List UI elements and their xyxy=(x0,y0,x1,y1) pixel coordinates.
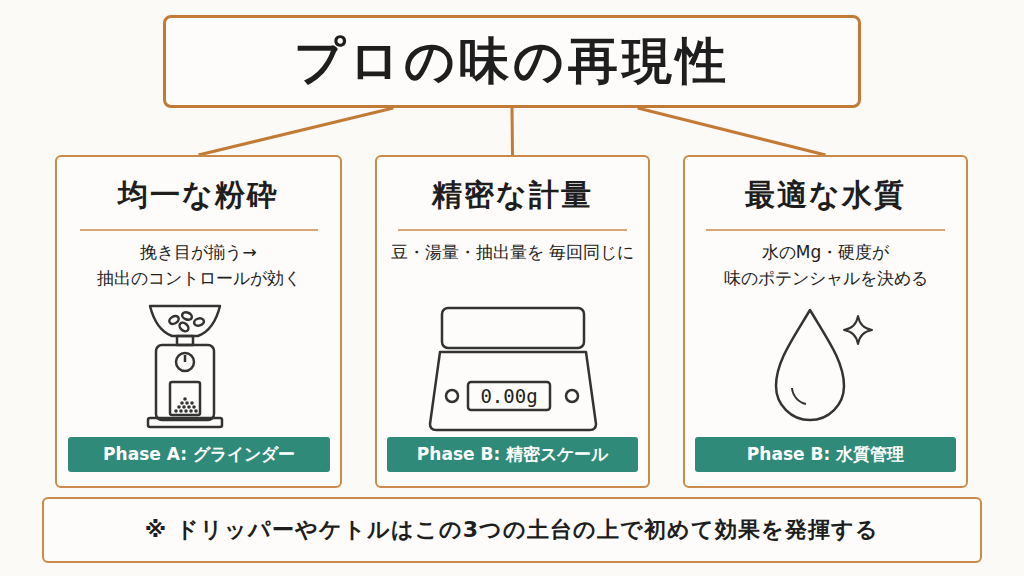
band-text: Phase A: グラインダー xyxy=(103,443,295,466)
heading-dividers xyxy=(80,229,945,231)
category-card: 均一な粉砕挽き目が揃う→ 抽出のコントロールが効く Phase A: グラインダー xyxy=(55,155,342,488)
band-text: Phase B: 水質管理 xyxy=(747,443,904,466)
title-box: プロの味の再現性 xyxy=(163,15,861,108)
card-heading: 最適な水質 xyxy=(685,175,966,216)
divider xyxy=(80,229,318,231)
category-card: 最適な水質水のMg・硬度が 味のポテンシャルを決める Phase B: 水質管理 xyxy=(683,155,968,488)
base xyxy=(148,418,222,427)
band-text: Phase B: 精密スケール xyxy=(417,443,608,466)
outlet xyxy=(170,382,200,415)
display xyxy=(468,382,550,410)
scale-body xyxy=(430,352,596,430)
grinder-icon xyxy=(148,306,222,427)
bean xyxy=(168,314,180,325)
bean xyxy=(178,321,190,333)
category-card: 精密な計量豆・湯量・抽出量を 毎回同じに Phase B: 精密スケール xyxy=(375,155,650,488)
bean xyxy=(193,317,204,326)
card-heading: 精密な計量 xyxy=(377,175,648,216)
dial-needle xyxy=(184,355,187,362)
sparkle xyxy=(844,316,872,344)
droplet-shine xyxy=(792,388,806,404)
connector-line xyxy=(511,108,515,155)
phase-band: Phase B: 水質管理 xyxy=(695,437,956,472)
connector-line xyxy=(199,108,394,155)
connector-line xyxy=(638,108,826,155)
platform xyxy=(442,308,584,348)
divider xyxy=(398,229,627,231)
neck xyxy=(177,336,193,345)
button xyxy=(566,390,578,402)
dial xyxy=(176,353,194,371)
body xyxy=(156,345,214,420)
scale-icon xyxy=(430,308,596,430)
water-drop-icon xyxy=(776,310,872,420)
card-heading: 均一な粉砕 xyxy=(57,175,340,216)
card-body-text: 豆・湯量・抽出量を 毎回同じに xyxy=(389,239,636,265)
phase-band: Phase B: 精密スケール xyxy=(387,437,638,472)
hopper xyxy=(150,306,220,336)
droplet xyxy=(776,310,844,420)
phase-band: Phase A: グラインダー xyxy=(68,437,330,472)
scale-readout: 0.00g xyxy=(469,383,549,409)
title-text: プロの味の再現性 xyxy=(294,28,730,95)
bean xyxy=(181,311,193,321)
divider xyxy=(706,229,945,231)
note-box: ※ ドリッパーやケトルはこの3つの土台の上で初めて効果を発揮する xyxy=(42,497,982,563)
card-body-text: 水のMg・硬度が 味のポテンシャルを決める xyxy=(697,239,954,291)
grounds xyxy=(174,397,198,413)
card-body-text: 挽き目が揃う→ 抽出のコントロールが効く xyxy=(69,239,328,291)
note-text: ※ ドリッパーやケトルはこの3つの土台の上で初めて効果を発揮する xyxy=(145,515,879,545)
button xyxy=(446,390,458,402)
